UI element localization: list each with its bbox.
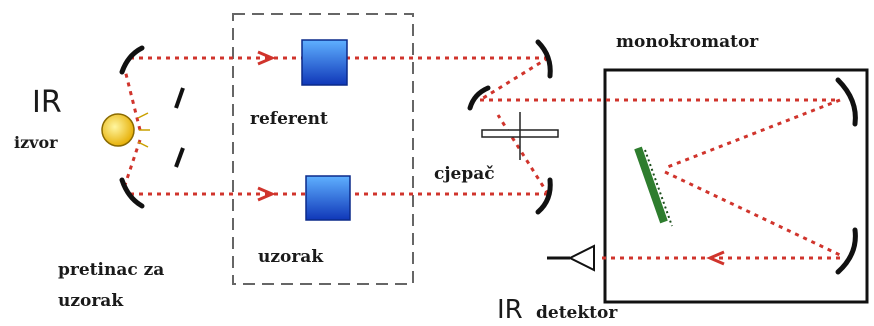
detector-label-big: IR: [497, 295, 523, 325]
ir-source-label-big: IR: [32, 85, 62, 120]
sample-label: uzorak: [258, 247, 324, 267]
sample-cell: [305, 175, 351, 221]
ir-source-rays: [137, 112, 150, 148]
sample-holder-label-line1: pretinac za: [58, 260, 164, 280]
sample-holder-label-line2: uzorak: [58, 291, 124, 311]
monochromator-label: monokromator: [616, 32, 759, 52]
sample-compartment-frame: [232, 13, 414, 285]
beam-splitter-mirror: [467, 85, 491, 111]
source-to-bottom-mirror-beam: [123, 139, 142, 186]
arrow-head-detector: [706, 250, 725, 266]
reference-label: referent: [250, 109, 328, 129]
source-mirror-bottom: [119, 177, 145, 209]
source-mirror-top: [119, 45, 145, 75]
sample-to-splitter-beam: [496, 114, 550, 195]
ir-source-label-small: izvor: [14, 133, 58, 152]
monochromator-mirror-bottom: [835, 227, 858, 275]
mirror-to-grating-beam: [664, 98, 841, 170]
ir-detector-icon: [547, 244, 595, 272]
splitter-mirror-bottom: [535, 177, 553, 215]
source-to-top-mirror-beam: [123, 69, 142, 131]
arrow-head-reference: [257, 50, 276, 66]
chopper-top: [174, 87, 185, 109]
arrow-head-sample: [257, 186, 276, 202]
reference-cell: [301, 39, 348, 86]
splitter-mirror-top: [535, 39, 553, 79]
beam-splitter-label: cjepač: [434, 164, 495, 184]
detector-label-small: detektor: [536, 303, 618, 323]
diffraction-grating: [634, 146, 673, 227]
reference-to-splitter-beam: [479, 56, 549, 102]
chopper-bottom: [174, 147, 185, 168]
monochromator-frame: [603, 68, 869, 304]
grating-to-mirror-beam: [664, 170, 841, 257]
monochromator-mirror-top: [835, 77, 858, 127]
ir-source-lamp: [101, 113, 135, 147]
